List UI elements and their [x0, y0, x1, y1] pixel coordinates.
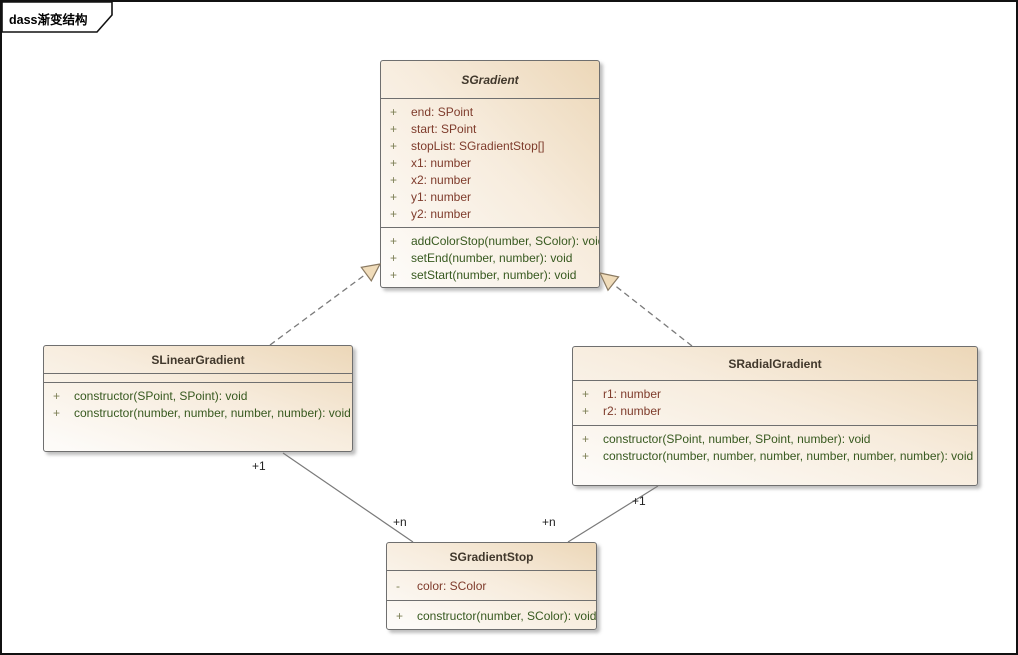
- method-text: setEnd(number, number): void: [411, 251, 573, 265]
- class-box-slineargradient[interactable]: SLinearGradient + constructor(SPoint, SPo…: [43, 345, 353, 452]
- method-row: + constructor(SPoint, SPoint): void: [44, 388, 352, 405]
- class-name-sgradient: SGradient: [381, 61, 599, 99]
- method-row: + setStart(number, number): void: [381, 267, 599, 284]
- attribute-text: x1: number: [411, 156, 472, 170]
- attributes-compartment: + r1: number + r2: number: [573, 381, 977, 426]
- attribute-row: + start: SPoint: [381, 121, 599, 138]
- attributes-compartment-empty: [44, 374, 352, 383]
- attribute-text: y1: number: [411, 190, 472, 204]
- methods-compartment: + addColorStop(number, SColor): void + set…: [381, 228, 599, 287]
- attribute-row: - color: SColor: [387, 578, 596, 595]
- method-text: constructor(SPoint, number, SPoint, numb…: [603, 432, 871, 446]
- attribute-row: + x1: number: [381, 155, 599, 172]
- visibility-marker: +: [390, 207, 398, 221]
- visibility-marker: +: [390, 190, 398, 204]
- generalization-arrowhead-icon: [598, 272, 620, 292]
- class-box-sgradientstop[interactable]: SGradientStop - color: SColor + constructo…: [386, 542, 597, 630]
- visibility-marker: +: [390, 105, 398, 119]
- methods-compartment: + constructor(SPoint, SPoint): void + cons…: [44, 383, 352, 451]
- visibility-marker: +: [390, 268, 398, 282]
- multiplicity-label: +n: [542, 515, 556, 529]
- method-row: + constructor(number, SColor): void: [387, 608, 596, 625]
- attribute-text: r1: number: [603, 387, 662, 401]
- method-row: + constructor(SPoint, number, SPoint, num…: [573, 431, 977, 448]
- visibility-marker: +: [396, 609, 404, 623]
- method-row: + constructor(number, number, number, num…: [44, 405, 352, 422]
- generalization-line-sradialgradient-sgradient[interactable]: [612, 283, 693, 347]
- visibility-marker: +: [582, 432, 590, 446]
- frame-tab-shape: [2, 2, 113, 33]
- attribute-text: color: SColor: [417, 579, 487, 593]
- attributes-compartment: + end: SPoint + start: SPoint + stopList: S…: [381, 99, 599, 228]
- attribute-text: start: SPoint: [411, 122, 477, 136]
- method-text: setStart(number, number): void: [411, 268, 577, 282]
- attribute-row: + end: SPoint: [381, 104, 599, 121]
- visibility-marker: +: [390, 251, 398, 265]
- visibility-marker: +: [390, 139, 398, 153]
- diagram-title: dass渐变结构: [9, 13, 88, 27]
- attribute-text: r2: number: [603, 404, 662, 418]
- methods-compartment: + constructor(SPoint, number, SPoint, num…: [573, 426, 977, 485]
- multiplicity-label: +n: [393, 515, 407, 529]
- method-text: constructor(SPoint, SPoint): void: [74, 389, 248, 403]
- visibility-marker: +: [582, 404, 590, 418]
- multiplicity-label: +1: [632, 494, 646, 508]
- attributes-compartment: - color: SColor: [387, 571, 596, 601]
- visibility-marker: +: [582, 387, 590, 401]
- attribute-row: + x2: number: [381, 172, 599, 189]
- method-text: constructor(number, number, number, numb…: [74, 406, 351, 420]
- method-text: constructor(number, SColor): void: [417, 609, 596, 623]
- attribute-text: y2: number: [411, 207, 472, 221]
- class-name-slineargradient: SLinearGradient: [44, 346, 352, 374]
- multiplicity-label: +1: [252, 459, 266, 473]
- attribute-row: + r1: number: [573, 386, 977, 403]
- frame-tab-polygon: [2, 2, 113, 33]
- diagram-frame-tab: dass渐变结构: [2, 2, 128, 38]
- visibility-marker: +: [390, 122, 398, 136]
- class-name-sradialgradient: SRadialGradient: [573, 347, 977, 381]
- generalization-line-slineargradient-sgradient[interactable]: [269, 273, 367, 346]
- attribute-text: end: SPoint: [411, 105, 474, 119]
- visibility-marker: +: [390, 173, 398, 187]
- methods-compartment: + constructor(number, SColor): void: [387, 601, 596, 629]
- generalization-arrowhead-icon: [360, 263, 382, 283]
- visibility-marker: +: [582, 449, 590, 463]
- method-row: + constructor(number, number, number, num…: [573, 448, 977, 465]
- class-name-sgradientstop: SGradientStop: [387, 543, 596, 571]
- visibility-marker: -: [396, 579, 400, 593]
- method-row: + addColorStop(number, SColor): void: [381, 233, 599, 250]
- visibility-marker: +: [53, 389, 61, 403]
- visibility-marker: +: [53, 406, 61, 420]
- attribute-row: + r2: number: [573, 403, 977, 420]
- attribute-text: x2: number: [411, 173, 472, 187]
- attribute-row: + y2: number: [381, 206, 599, 223]
- method-text: constructor(number, number, number, numb…: [603, 449, 974, 463]
- class-box-sradialgradient[interactable]: SRadialGradient +r1: number +r2: number …: [572, 346, 978, 486]
- visibility-marker: +: [390, 156, 398, 170]
- class-box-sgradient[interactable]: SGradient + end: SPoint + start: SPoint + s…: [380, 60, 600, 288]
- method-text: addColorStop(number, SColor): void: [411, 234, 599, 248]
- method-row: + setEnd(number, number): void: [381, 250, 599, 267]
- visibility-marker: +: [390, 234, 398, 248]
- attribute-row: + stopList: SGradientStop[]: [381, 138, 599, 155]
- attribute-row: + y1: number: [381, 189, 599, 206]
- attribute-text: stopList: SGradientStop[]: [411, 139, 545, 153]
